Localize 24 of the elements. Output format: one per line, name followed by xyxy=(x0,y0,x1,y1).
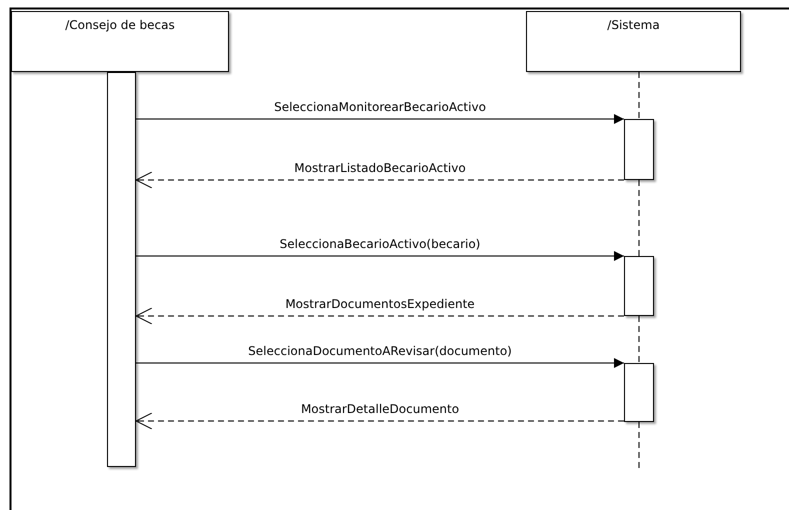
lifeline-header-box xyxy=(526,11,741,72)
activation-bar xyxy=(624,363,654,422)
return-message-arrow xyxy=(136,412,624,430)
activation-bar xyxy=(107,72,136,467)
activation-bar xyxy=(624,256,654,316)
message-label: SeleccionaMonitorearBecarioActivo xyxy=(273,100,487,114)
message-label: MostrarDocumentosExpediente xyxy=(284,297,476,311)
lifeline-name: /Consejo de becas xyxy=(64,18,176,32)
message-arrow xyxy=(136,251,624,261)
message-label: SeleccionaBecarioActivo(becario) xyxy=(278,237,482,251)
return-message-arrow xyxy=(136,308,624,324)
lifeline xyxy=(638,180,640,256)
lifeline xyxy=(638,72,640,120)
lifeline-header-box xyxy=(11,11,229,72)
lifeline xyxy=(638,316,640,364)
lifeline-name: /Sistema xyxy=(606,18,661,32)
message-arrow xyxy=(136,114,624,124)
activation-bar xyxy=(624,119,654,180)
lifeline xyxy=(638,422,640,468)
message-label: MostrarDetalleDocumento xyxy=(300,402,460,416)
message-label: SeleccionaDocumentoARevisar(documento) xyxy=(247,344,513,358)
message-arrow xyxy=(136,358,624,368)
return-message-arrow xyxy=(136,172,624,188)
message-label: MostrarListadoBecarioActivo xyxy=(293,161,467,175)
